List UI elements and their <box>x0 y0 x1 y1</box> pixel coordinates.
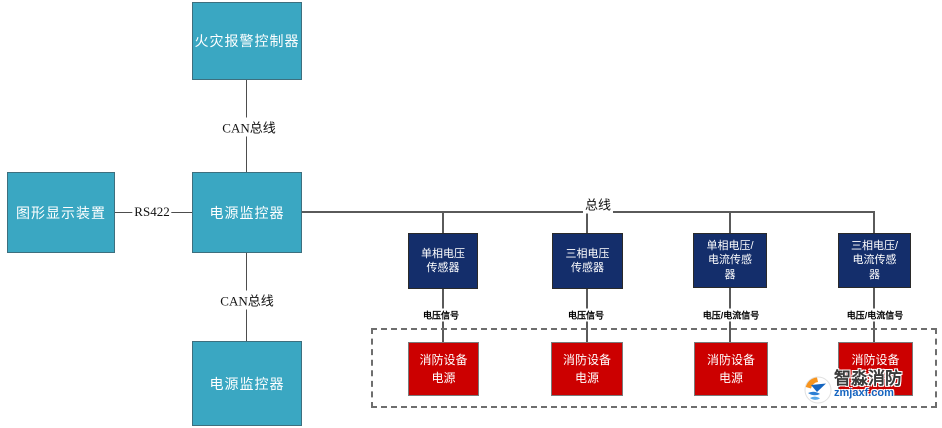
box-fire-alarm-controller: 火灾报警控制器 <box>192 2 302 80</box>
box-fire-power-3: 消防设备 电源 <box>694 342 768 396</box>
box-power-monitor-top: 电源监控器 <box>192 172 302 253</box>
sensor-3-line-1: 单相电压/ <box>706 240 754 253</box>
watermark: 智淼消防 zmjaxf.com <box>804 370 902 404</box>
bus-drop-sensor-3 <box>729 211 731 233</box>
sensor-1-line-1: 单相电压 <box>421 247 465 260</box>
watermark-domain: zmjaxf.com <box>834 387 894 399</box>
sensor-4-line-3: 器 <box>869 268 880 281</box>
graphic-display-device-label: 图形显示装置 <box>16 204 106 221</box>
box-fire-power-2: 消防设备 电源 <box>551 342 623 396</box>
watermark-logo-icon <box>804 376 832 404</box>
power-monitor-bottom-label: 电源监控器 <box>209 375 285 392</box>
box-fire-power-1: 消防设备 电源 <box>408 342 479 396</box>
fire-power-4-line-2: 电源 <box>863 371 888 385</box>
box-fire-power-4: 消防设备 电源 <box>838 342 913 396</box>
bus-drop-sensor-2 <box>586 211 588 233</box>
sensor-3-line-3: 器 <box>724 268 736 281</box>
box-sensor-single-phase-voltage: 单相电压 传感器 <box>408 233 478 289</box>
label-rs422: RS422 <box>132 204 172 220</box>
fire-power-1-line-2: 电源 <box>431 371 456 385</box>
label-signal-voltage-2: 电压信号 <box>565 308 607 322</box>
label-main-bus: 总线 <box>582 194 614 214</box>
power-monitor-top-label: 电源监控器 <box>209 204 285 221</box>
sensor-4-line-2: 电流传感 <box>852 254 897 267</box>
box-graphic-display-device: 图形显示装置 <box>7 172 115 253</box>
box-sensor-three-phase-voltage-current: 三相电压/ 电流传感 器 <box>838 233 911 288</box>
fire-power-1-line-1: 消防设备 <box>419 353 468 367</box>
sensor-4-line-1: 三相电压/ <box>850 240 899 253</box>
sensor-1-line-2: 传感器 <box>426 262 460 274</box>
label-can-bus-top: CAN总线 <box>220 117 278 137</box>
bus-drop-sensor-4 <box>873 211 875 233</box>
fire-power-group-outline <box>371 328 937 408</box>
box-sensor-single-phase-voltage-current: 单相电压/ 电流传感 器 <box>693 233 767 288</box>
fire-power-4-line-1: 消防设备 <box>851 353 900 367</box>
fire-power-3-line-2: 电源 <box>718 371 743 385</box>
watermark-text: 智淼消防 zmjaxf.com <box>834 370 902 399</box>
sensor-3-line-2: 电流传感 <box>708 254 752 267</box>
watermark-name: 智淼消防 <box>834 369 902 388</box>
fire-alarm-controller-label: 火灾报警控制器 <box>194 33 300 49</box>
box-sensor-three-phase-voltage: 三相电压 传感器 <box>552 233 623 289</box>
fire-power-2-line-1: 消防设备 <box>562 353 611 367</box>
label-signal-voltage-1: 电压信号 <box>420 308 462 322</box>
sensor-2-line-1: 三相电压 <box>565 247 610 260</box>
bus-drop-sensor-1 <box>442 211 444 233</box>
fire-power-2-line-2: 电源 <box>574 371 599 385</box>
label-can-bus-bottom: CAN总线 <box>218 290 276 310</box>
label-signal-voltage-current-2: 电压/电流信号 <box>844 308 906 322</box>
sensor-2-line-2: 传感器 <box>571 262 604 274</box>
fire-power-3-line-1: 消防设备 <box>706 353 755 367</box>
label-signal-voltage-current-1: 电压/电流信号 <box>700 308 762 322</box>
box-power-monitor-bottom: 电源监控器 <box>192 341 302 426</box>
